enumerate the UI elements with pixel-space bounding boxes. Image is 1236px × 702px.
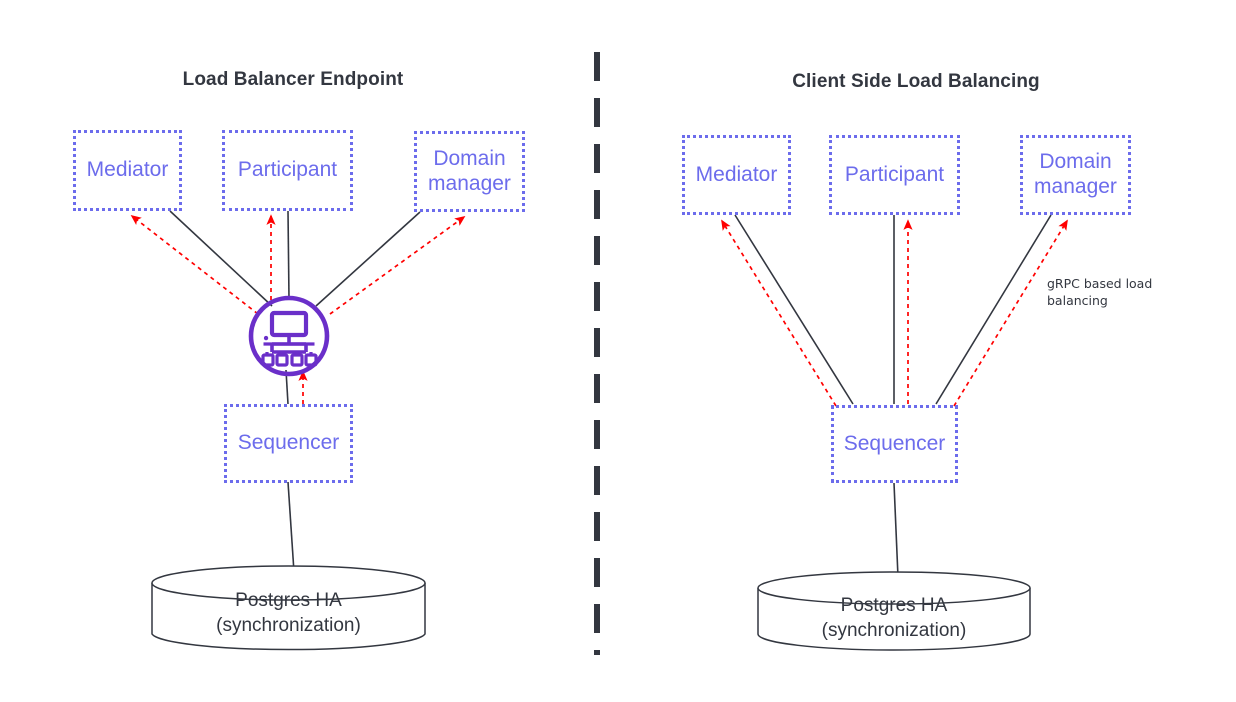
- arrow-sequencer-to-domain-manager-r: [953, 219, 1068, 407]
- arrow-sequencer-to-mediator-r: [721, 219, 837, 407]
- node-sequencer-left[interactable]: Sequencer: [224, 404, 353, 483]
- node-participant-left[interactable]: Participant: [222, 130, 353, 211]
- edge-sequencer-to-domain-manager-r: [935, 214, 1052, 405]
- annotation-grpc-line1: gRPC based load: [1047, 276, 1153, 291]
- left-panel-edges: [130, 210, 466, 573]
- panel-title-right: Client Side Load Balancing: [792, 71, 1040, 92]
- node-domain-manager-right[interactable]: Domain manager: [1020, 135, 1131, 215]
- load-balancer-icon: [248, 295, 330, 377]
- panel-title-left: Load Balancer Endpoint: [182, 69, 404, 90]
- node-participant-right[interactable]: Participant: [829, 135, 960, 215]
- arrow-lb-to-mediator: [130, 214, 259, 315]
- edge-lb-to-participant: [287, 210, 290, 300]
- annotation-grpc-line2: balancing: [1047, 292, 1108, 308]
- postgres-cylinder-right: [757, 571, 1031, 651]
- node-mediator-left[interactable]: Mediator: [73, 130, 182, 211]
- edge-sequencer-to-mediator-r: [734, 214, 854, 405]
- edge-lb-to-domain-manager: [315, 211, 421, 307]
- edge-lb-to-mediator: [169, 210, 273, 307]
- edge-sequencer-to-postgres: [287, 481, 295, 573]
- node-domain-manager-left[interactable]: Domain manager: [414, 131, 525, 212]
- arrow-lb-to-domain-manager: [329, 216, 466, 315]
- node-sequencer-right[interactable]: Sequencer: [831, 405, 958, 483]
- postgres-cylinder-left: [151, 565, 426, 651]
- right-panel-edges: [721, 214, 1068, 578]
- edge-sequencer-to-postgres-r: [893, 482, 899, 578]
- node-mediator-right[interactable]: Mediator: [682, 135, 791, 215]
